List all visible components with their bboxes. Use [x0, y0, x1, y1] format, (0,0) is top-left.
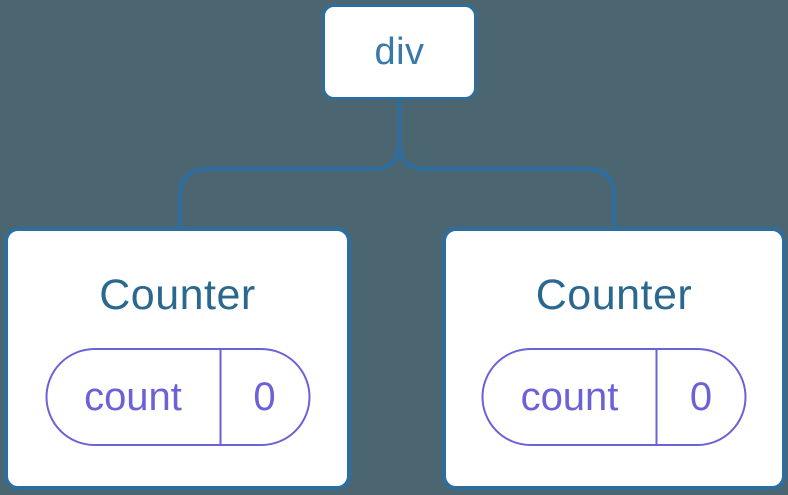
state-value-label: 0	[689, 374, 713, 419]
tree-node-root: div	[322, 4, 477, 100]
tree-node-counter-left: Counter count 0	[4, 227, 351, 490]
connector-root-to-right-counter	[397, 100, 616, 229]
state-value-label: 0	[253, 374, 276, 419]
connector-root-to-left-counter	[178, 100, 402, 229]
state-key-label: count	[47, 350, 221, 444]
state-pill: count 0	[481, 348, 747, 446]
tree-node-counter-right: Counter count 0	[442, 227, 786, 490]
state-key-label: count	[484, 350, 658, 444]
component-name-label: Counter	[535, 271, 693, 319]
component-name-label: Counter	[99, 271, 256, 319]
state-pill: count 0	[45, 348, 310, 446]
root-node-label: div	[374, 30, 425, 73]
